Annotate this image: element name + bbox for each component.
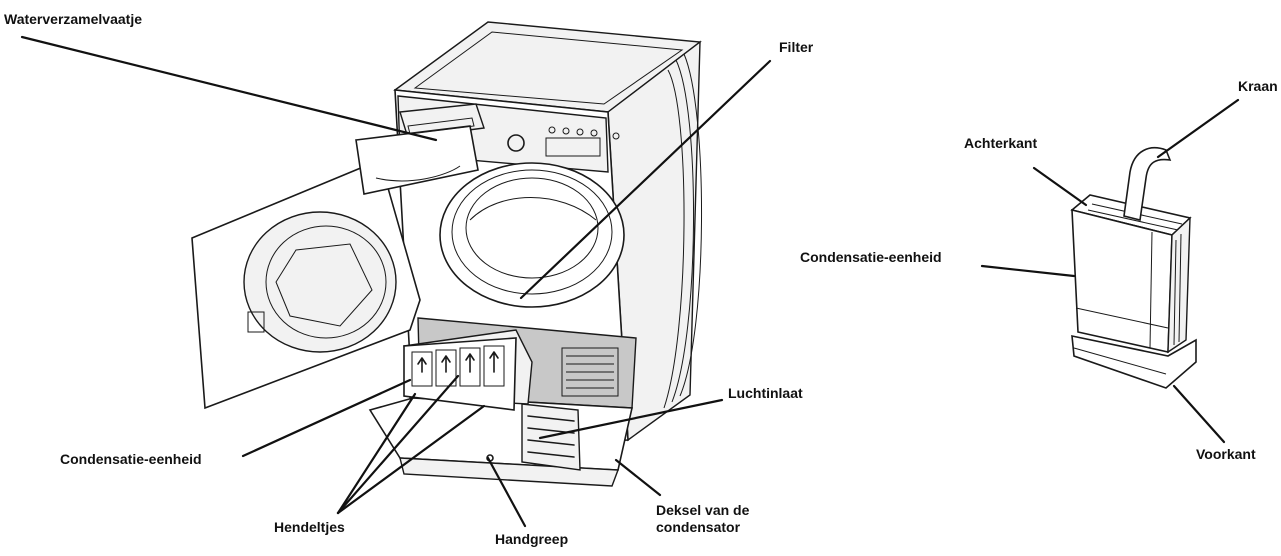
- label-condensatie-eenheid: Condensatie-eenheid: [60, 451, 202, 467]
- label-handgreep: Handgreep: [495, 531, 569, 547]
- unit-front: [1071, 208, 1173, 353]
- plinth-front: [399, 457, 619, 487]
- water-container-body: [355, 125, 479, 195]
- leader-hendeltje-3: [336, 404, 486, 515]
- arrow-up-icon: [489, 351, 499, 373]
- lower-vent: [561, 347, 619, 397]
- leader-filter: [519, 59, 772, 300]
- dryer-illustration: [368, 21, 703, 487]
- handle-3: [459, 347, 481, 387]
- leader-lines-dryer: [20, 35, 772, 528]
- leader-condensatie-eenheid: [241, 378, 412, 458]
- leader-condensatie-eenheid-right: [980, 264, 1076, 278]
- program-dial: [507, 134, 525, 152]
- handle-2: [435, 349, 457, 387]
- handle-4: [483, 345, 505, 387]
- label-kraan: Kraan: [1238, 78, 1278, 94]
- arrow-up-icon: [417, 357, 427, 373]
- condenser-unit-installed: [403, 329, 533, 411]
- unit-base: [1071, 334, 1197, 389]
- handle-1: [411, 351, 433, 387]
- leader-hendeltje-1: [336, 392, 417, 515]
- arrow-up-icon: [465, 353, 475, 373]
- leader-handgreep: [486, 456, 527, 528]
- label-condensatie-eenheid-right: Condensatie-eenheid: [800, 249, 942, 265]
- display-window: [545, 137, 601, 157]
- dryer-top-inner: [413, 31, 684, 105]
- leader-achterkant: [1032, 166, 1088, 207]
- leader-kraan: [1156, 98, 1240, 159]
- label-voorkant: Voorkant: [1196, 446, 1256, 462]
- leader-hendeltje-2: [336, 374, 460, 515]
- label-waterverzamelvaatje: Waterverzamelvaatje: [4, 11, 143, 27]
- label-achterkant: Achterkant: [964, 135, 1038, 151]
- unit-side: [1167, 216, 1191, 354]
- water-container: [355, 103, 485, 195]
- door-latch: [247, 311, 265, 333]
- label-hendeltjes: Hendeltjes: [274, 519, 345, 535]
- label-filter: Filter: [779, 39, 814, 55]
- leader-lines-unit: [980, 98, 1240, 444]
- leader-deksel: [614, 458, 662, 497]
- dryer-side-curve: [663, 69, 685, 409]
- leader-voorkant: [1172, 384, 1226, 444]
- unit-tap: [1123, 147, 1172, 221]
- drum-opening: [439, 162, 625, 308]
- air-inlet-grille: [521, 403, 581, 471]
- leader-luchtinlaat: [538, 398, 724, 440]
- door-window-outer: [243, 211, 397, 353]
- leader-waterverzamelvaatje: [20, 35, 438, 142]
- condenser-unit-detail: [1070, 147, 1197, 389]
- arrow-up-icon: [441, 355, 451, 373]
- label-luchtinlaat: Luchtinlaat: [728, 385, 803, 401]
- open-door: [191, 158, 421, 410]
- label-deksel-van-de-condensator: Deksel van de condensator: [656, 502, 750, 535]
